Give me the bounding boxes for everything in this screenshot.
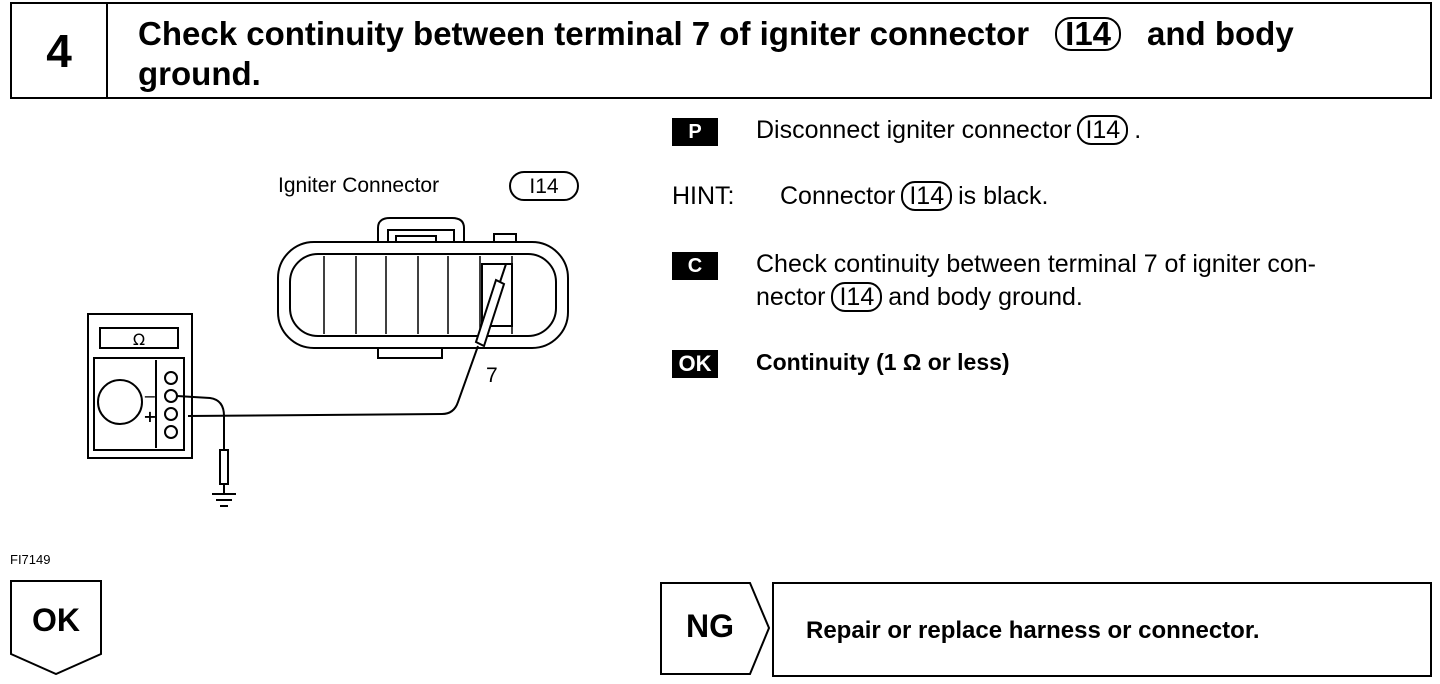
ground-symbol-icon <box>212 493 236 507</box>
igniter-connector-diagram: Igniter Connector I14 <box>60 160 620 520</box>
connector-code-badge: I14 <box>1055 17 1122 51</box>
meter-ohm-symbol: Ω <box>133 330 145 349</box>
connector-label: Igniter Connector <box>278 174 439 197</box>
connector-body <box>277 217 569 359</box>
ok-criterion-text: Continuity (1 Ω or less) <box>756 349 1010 375</box>
prep-text-main: Disconnect igniter connector <box>756 116 1072 144</box>
hint-connector-code: I14 <box>901 181 953 211</box>
ok-result-label: OK <box>32 602 80 638</box>
ng-action-text: Repair or replace harness or connector. <box>806 617 1260 644</box>
step-title-text-end: and body <box>1147 15 1294 52</box>
connector-cavities <box>323 256 513 334</box>
check-text-line1: Check continuity between terminal 7 of i… <box>756 250 1317 278</box>
multimeter-icon <box>87 313 193 459</box>
check-connector-code: I14 <box>831 282 883 312</box>
step-number: 4 <box>12 4 108 97</box>
step-header: 4 Check continuity between terminal 7 of… <box>10 2 1432 99</box>
ok-result-box: OK <box>10 580 102 675</box>
test-lead-negative <box>176 395 225 450</box>
test-lead-positive <box>187 345 479 417</box>
check-text-line2-end: and body ground. <box>888 283 1083 311</box>
terminal-7-probe <box>474 263 507 348</box>
check-text-line2-start: nector <box>756 283 826 311</box>
ng-action-box: Repair or replace harness or connector. <box>772 582 1432 677</box>
meter-minus-symbol: − <box>143 387 156 406</box>
prep-connector-code: I14 <box>1077 115 1129 145</box>
figure-id: FI7149 <box>10 552 51 567</box>
ok-criterion-tag: OK <box>672 350 718 378</box>
step-title-line2: ground. <box>138 55 261 92</box>
ground-probe <box>219 449 229 485</box>
ng-result-box: NG <box>660 582 770 675</box>
meter-plus-symbol: + <box>143 407 156 426</box>
ng-result-label: NG <box>686 608 734 644</box>
step-title: Check continuity between terminal 7 of i… <box>138 14 1418 94</box>
connector-label-code: I14 <box>529 175 559 198</box>
terminal-7-label: 7 <box>486 364 498 387</box>
check-text: Check continuity between terminal 7 of i… <box>756 248 1436 314</box>
hint-text-main: Connector <box>780 182 896 210</box>
connector-label-code-outline <box>509 171 579 201</box>
prep-tag: P <box>672 118 718 146</box>
hint-label: HINT: <box>672 182 735 210</box>
hint-text-end: is black. <box>958 182 1049 210</box>
step-title-text: Check continuity between terminal 7 of i… <box>138 15 1030 52</box>
prep-text-end: . <box>1134 116 1142 144</box>
check-tag: C <box>672 252 718 280</box>
